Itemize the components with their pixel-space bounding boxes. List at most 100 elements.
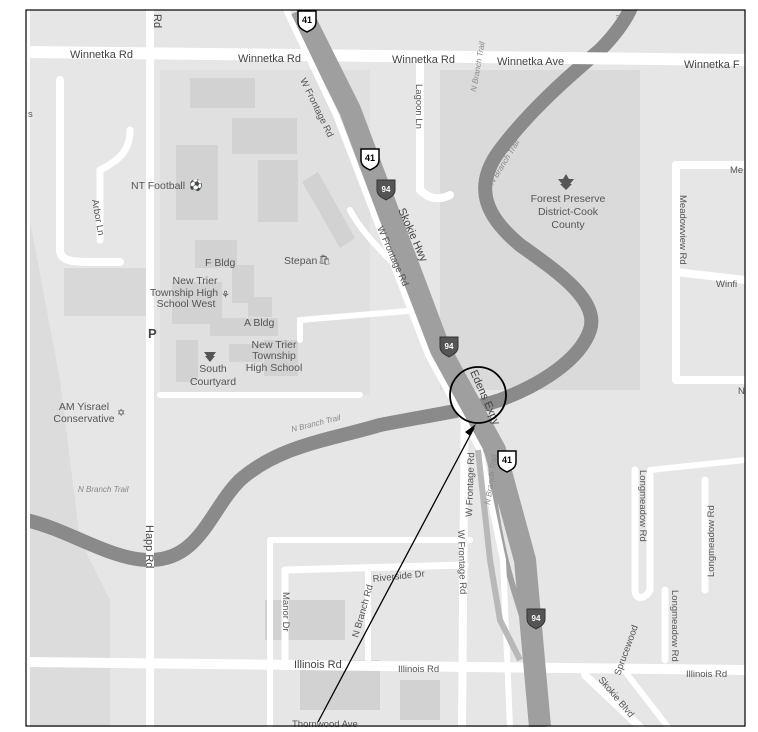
i-94-shield: 94: [526, 608, 546, 630]
building: [232, 265, 254, 303]
road-label: W Frontage Rd: [464, 452, 477, 517]
building: [195, 240, 237, 268]
football-icon: ⚽: [188, 179, 203, 192]
edens-expressway: [290, 10, 551, 727]
i-94-shield: 94: [439, 336, 459, 358]
poi-label: High School: [246, 362, 303, 374]
synagogue-icon: ✡: [117, 408, 125, 419]
poi-label: Township: [252, 350, 296, 362]
longmeadow-loop: [631, 466, 654, 601]
w-frontage-lower: [458, 376, 469, 727]
w-frontage-rd: [283, 10, 513, 727]
road-label: Illinois Rd: [686, 669, 727, 680]
west-lot: [64, 268, 154, 316]
road-label: W Frontage Rd: [455, 530, 468, 595]
road-label: Illinois Rd: [398, 664, 439, 675]
road-label: Thornwood Ave: [292, 719, 358, 727]
building: [258, 160, 298, 222]
road-label: Illinois Rd: [294, 659, 342, 671]
us-41-label: 41: [365, 153, 375, 163]
road-label: P: [148, 326, 157, 341]
poi-label: A Bldg: [244, 317, 275, 329]
tree-icon: [558, 174, 574, 190]
building: [400, 680, 440, 720]
road-label: Lagoon Ln: [413, 84, 424, 129]
road-label: Winnetka Rd: [238, 53, 301, 65]
i-94-shield: 94: [376, 179, 396, 201]
building: [248, 297, 272, 317]
road-label: s: [28, 109, 33, 120]
map-layer: 41 41 41 94 94 94 Winnetka Rd Winnetka R…: [26, 10, 745, 727]
road-label: Longmeadow Rd: [669, 590, 680, 662]
arrowhead-icon: [465, 424, 476, 436]
poi-label: F Bldg: [205, 257, 236, 269]
winfield-rd: [672, 268, 745, 284]
local-roads: [26, 10, 745, 727]
road-label: Riverside Dr: [372, 569, 425, 585]
us-41-label: 41: [302, 15, 312, 25]
us-41-shield: 41: [360, 148, 380, 171]
building: [265, 600, 345, 640]
riverside-dr: [281, 561, 469, 574]
highlight-circle: [449, 366, 507, 424]
building: [210, 318, 278, 336]
poi-label: School West: [157, 298, 216, 310]
us-41-label: 41: [502, 455, 512, 465]
poi-label: AM Yisrael: [59, 401, 109, 413]
poi-label: South: [199, 363, 227, 375]
skokie-blvd: [581, 671, 644, 727]
building: [190, 78, 255, 108]
i-94-label: 94: [382, 185, 391, 194]
poi-label: NT Football: [131, 180, 185, 192]
arbor-curve: [96, 126, 134, 174]
arbor-ln: [56, 76, 124, 266]
forest-preserve-area: [440, 70, 640, 390]
pointer-arrow: [317, 427, 475, 723]
ramp: [475, 449, 523, 662]
building: [264, 340, 298, 376]
sprucewood: [617, 662, 671, 727]
poi-label: Stepan: [284, 255, 317, 267]
trail-label: N Branch Trail: [78, 485, 129, 494]
winnetka-rd: [26, 46, 745, 66]
school-icon: ⚘: [221, 290, 230, 301]
road-label: Happ Rd: [143, 525, 155, 568]
road-label: Longmeadow Rd: [706, 505, 717, 577]
road-label: Me: [730, 165, 743, 176]
poi-label: New Trier: [173, 275, 218, 287]
road-label: N: [738, 386, 745, 397]
lagoon-ln-curve: [416, 186, 454, 203]
poi-label: Forest Preserve: [531, 193, 606, 205]
i-94-label: 94: [445, 342, 454, 351]
bag-icon: 🛍: [318, 254, 331, 266]
building: [176, 340, 198, 382]
trail-label: Trail: [615, 15, 624, 30]
us-41-shield: 41: [497, 450, 517, 473]
building: [176, 145, 218, 220]
i-94-label: 94: [532, 614, 541, 623]
road-label: Winfi: [716, 279, 737, 290]
building: [302, 172, 355, 248]
building: [229, 344, 263, 362]
west-park-area: [26, 200, 110, 727]
poi-label: Conservative: [53, 413, 114, 425]
poi-label: County: [551, 219, 585, 231]
building: [232, 118, 297, 154]
road-label: Manor Dr: [280, 592, 291, 632]
road-label: Longmeadow Rd: [637, 470, 648, 542]
road-label: Winnetka F: [684, 59, 740, 71]
tree-icon: [204, 352, 216, 362]
poi-icons: ⚽ 🛍 ⚘ ✡: [117, 174, 574, 419]
building: [172, 282, 222, 324]
poi-label: District-Cook: [538, 206, 599, 218]
longmeadow-top: [647, 457, 745, 473]
road-label: Winnetka Rd: [392, 54, 455, 66]
poi-label: Township High: [150, 287, 218, 299]
road-label: Winnetka Rd: [70, 49, 133, 61]
road-label: Rd: [151, 14, 163, 28]
poi-label: New Trier: [252, 339, 297, 351]
annotation: [317, 366, 507, 723]
north-branch-river: [26, 10, 637, 568]
